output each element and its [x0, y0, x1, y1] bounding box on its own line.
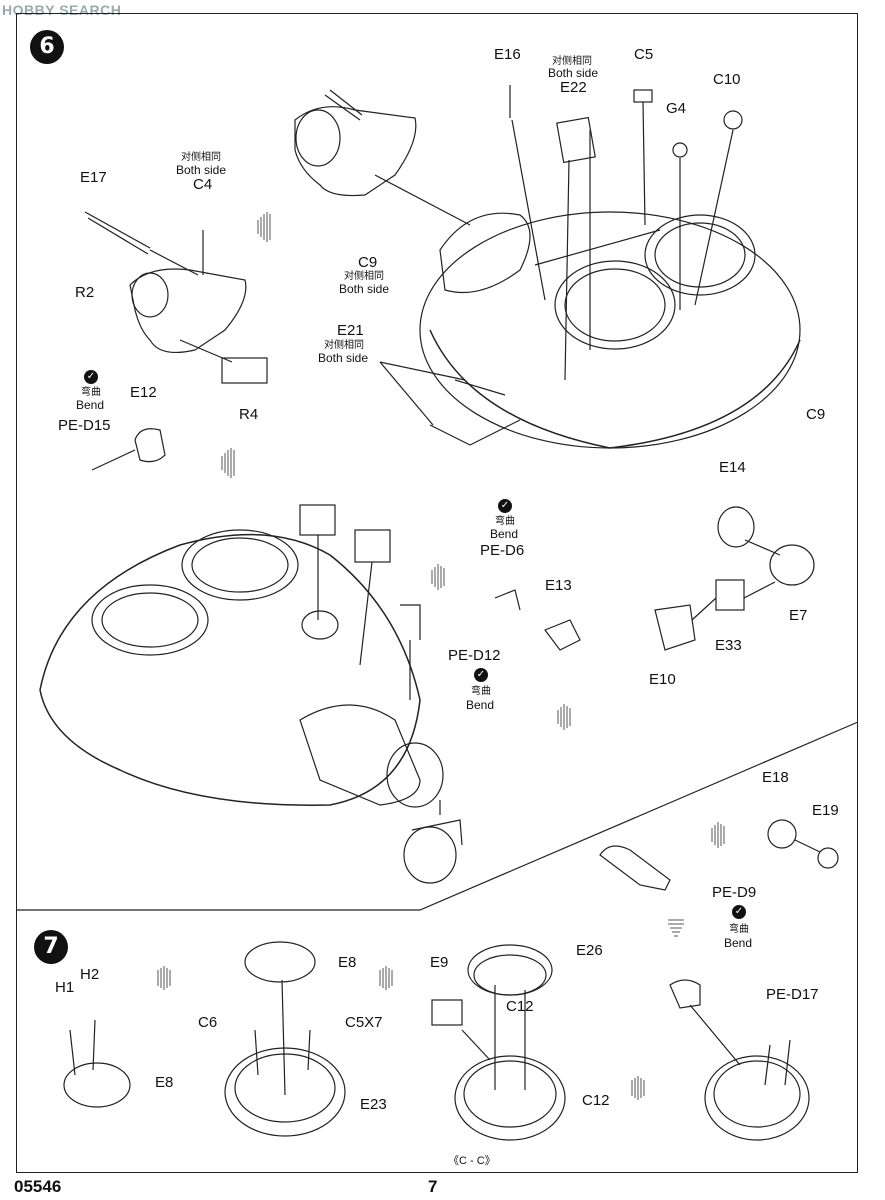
note-both-side-cn: 对侧相同	[344, 271, 384, 282]
bend-icon: ✓	[498, 499, 512, 513]
label-c9: C9	[358, 254, 378, 271]
note-bend-cn: 弯曲	[81, 387, 101, 398]
note-bend-cn: 弯曲	[471, 686, 491, 697]
label-e23: E23	[360, 1096, 387, 1113]
page-frame	[16, 13, 858, 1173]
flow-arrow-2	[221, 448, 235, 478]
label-e18: E18	[762, 769, 789, 786]
label-e33: E33	[715, 637, 742, 654]
label-c12: C12	[582, 1092, 610, 1109]
note-bend-en: Bend	[490, 527, 519, 541]
note-bend-cn: 弯曲	[495, 516, 515, 527]
note-both-side-en: Both side	[318, 351, 369, 365]
e8-hatch-1	[63, 1062, 131, 1108]
label-e16: E16	[494, 46, 521, 63]
note-bend-cn: 弯曲	[729, 924, 749, 935]
label-e8: E8	[155, 1074, 174, 1091]
label-pe-d17: PE-D17	[766, 986, 819, 1003]
label-pe-d15: PE-D15	[58, 417, 111, 434]
note-bend-en: Bend	[466, 698, 495, 712]
flow-arrow-1	[257, 212, 271, 242]
label-c4: C4	[193, 176, 213, 193]
note-both-side-cn: 对侧相同	[324, 340, 364, 351]
label-e19: E19	[812, 802, 839, 819]
label-pe-d6: PE-D6	[480, 542, 525, 559]
label-e22: E22	[560, 79, 587, 96]
note-both-side-en: Both side	[339, 282, 390, 296]
flow-arrow-8	[379, 966, 393, 990]
bend-icon: ✓	[474, 668, 488, 682]
flow-arrow-7	[157, 966, 171, 990]
note-both-side-cn: 对侧相同	[181, 152, 221, 163]
label-c5: C5	[634, 46, 654, 63]
turret-top-body	[419, 211, 801, 449]
hatch-ring-4	[91, 584, 209, 656]
turret-main-body	[39, 533, 421, 806]
pe-d17-ring	[704, 1055, 810, 1141]
label-c9: C9	[806, 406, 826, 423]
label-g4: G4	[666, 100, 687, 117]
flow-arrow-3	[431, 564, 445, 590]
flow-arrow-9	[631, 1076, 645, 1100]
note-both-side-en: Both side	[548, 66, 599, 80]
e23-ring	[224, 1047, 346, 1137]
hatch-ring-2	[554, 260, 676, 350]
flow-arrow-4	[557, 704, 571, 730]
label-pe-d12: PE-D12	[448, 647, 501, 664]
label-r4: R4	[239, 406, 259, 423]
label-pe-d9: PE-D9	[712, 884, 757, 901]
note-both-side-en: Both side	[176, 163, 227, 177]
label-e9: E9	[430, 954, 449, 971]
product-code: 05546	[14, 1177, 62, 1196]
label-e8: E8	[338, 954, 357, 971]
note-bend-en: Bend	[76, 398, 105, 412]
label-h2: H2	[80, 966, 100, 983]
e26-ring	[467, 944, 553, 996]
label-h1: H1	[55, 979, 75, 996]
label-e10: E10	[649, 671, 676, 688]
watermark: HOBBY SEARCH	[2, 2, 122, 18]
section-marker: 《C - C》	[448, 1155, 496, 1167]
label-c12: C12	[506, 998, 534, 1015]
step-7-badge: 7	[34, 930, 68, 964]
label-e14: E14	[719, 459, 746, 476]
mantlet-top	[294, 106, 417, 197]
e8-hatch-2	[244, 941, 316, 983]
label-c6: C6	[198, 1014, 218, 1031]
hatch-ring-1	[644, 214, 756, 296]
label-e26: E26	[576, 942, 603, 959]
bend-icon: ✓	[732, 905, 746, 919]
flow-arrow-5	[711, 822, 725, 848]
note-bend-en: Bend	[724, 936, 753, 950]
mantlet-r2	[129, 268, 247, 353]
label-c10: C10	[713, 71, 741, 88]
label-r2: R2	[75, 284, 95, 301]
label-e21: E21	[337, 322, 364, 339]
label-e13: E13	[545, 577, 572, 594]
step-6-badge: 6	[30, 30, 64, 64]
page-number: 7	[428, 1177, 438, 1196]
step-divider	[16, 721, 859, 911]
hatch-ring-3	[181, 529, 299, 601]
bend-icon: ✓	[84, 370, 98, 384]
note-both-side-cn: 对侧相同	[552, 56, 592, 67]
c12-ring	[454, 1055, 566, 1141]
label-c5x7: C5X7	[345, 1014, 383, 1031]
flow-arrow-6	[668, 919, 684, 937]
label-e17: E17	[80, 169, 107, 186]
label-e7: E7	[789, 607, 808, 624]
label-e12: E12	[130, 384, 157, 401]
